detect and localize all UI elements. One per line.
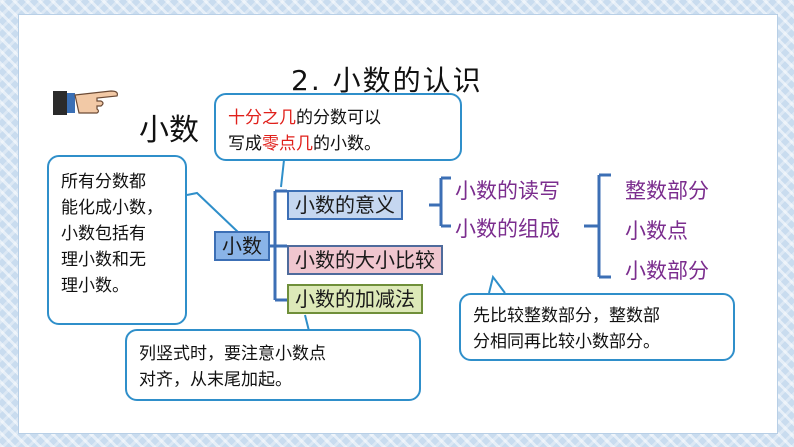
node-decimal-part: 小数部分 (625, 259, 709, 283)
node-compare: 小数的大小比较 (287, 245, 443, 275)
node-integer-part: 整数部分 (625, 179, 709, 203)
left-line-4: 理小数和无 (61, 250, 146, 270)
bottom-right-line-1: 先比较整数部分，整数部 (473, 306, 660, 326)
text-decimal: 的小数。 (313, 134, 381, 154)
bottom-left-line-2: 对齐，从末尾加起。 (139, 370, 292, 390)
red-text-tenths: 十分之几 (228, 108, 296, 128)
node-meaning: 小数的意义 (287, 190, 403, 220)
left-line-1: 所有分数都 (61, 172, 146, 192)
page-title: 2. 小数的认识 (291, 64, 483, 97)
mind-map-lines (186, 132, 611, 342)
node-root: 小数 (214, 231, 270, 261)
section-heading: 小数 (139, 113, 199, 148)
node-addsub: 小数的加减法 (287, 284, 423, 314)
callout-comparison: 先比较整数部分，整数部 分相同再比较小数部分。 (459, 293, 735, 361)
left-line-2: 能化成小数， (61, 198, 163, 218)
bottom-left-line-1: 列竖式时，要注意小数点 (139, 344, 326, 364)
left-line-5: 理小数。 (61, 276, 129, 296)
node-readwrite: 小数的读写 (455, 179, 560, 203)
callout-definition: 十分之几的分数可以 写成零点几的小数。 (214, 93, 462, 161)
text-write-as: 写成 (228, 134, 262, 154)
text-fraction: 的分数可以 (296, 108, 381, 128)
callout-fractions: 所有分数都 能化成小数， 小数包括有 理小数和无 理小数。 (47, 155, 187, 325)
callout-vertical-addition: 列竖式时，要注意小数点 对齐，从末尾加起。 (125, 329, 421, 401)
node-composition: 小数的组成 (455, 217, 560, 241)
pointing-hand-icon (53, 85, 131, 121)
node-decimal-point: 小数点 (625, 219, 688, 243)
bottom-right-line-2: 分相同再比较小数部分。 (473, 332, 660, 352)
red-text-zero-point: 零点几 (262, 134, 313, 154)
left-line-3: 小数包括有 (61, 224, 146, 244)
slide: 2. 小数的认识 小数 十分之几的分数可以 写成零点几的小数。 所有分数都 能化… (18, 14, 778, 434)
